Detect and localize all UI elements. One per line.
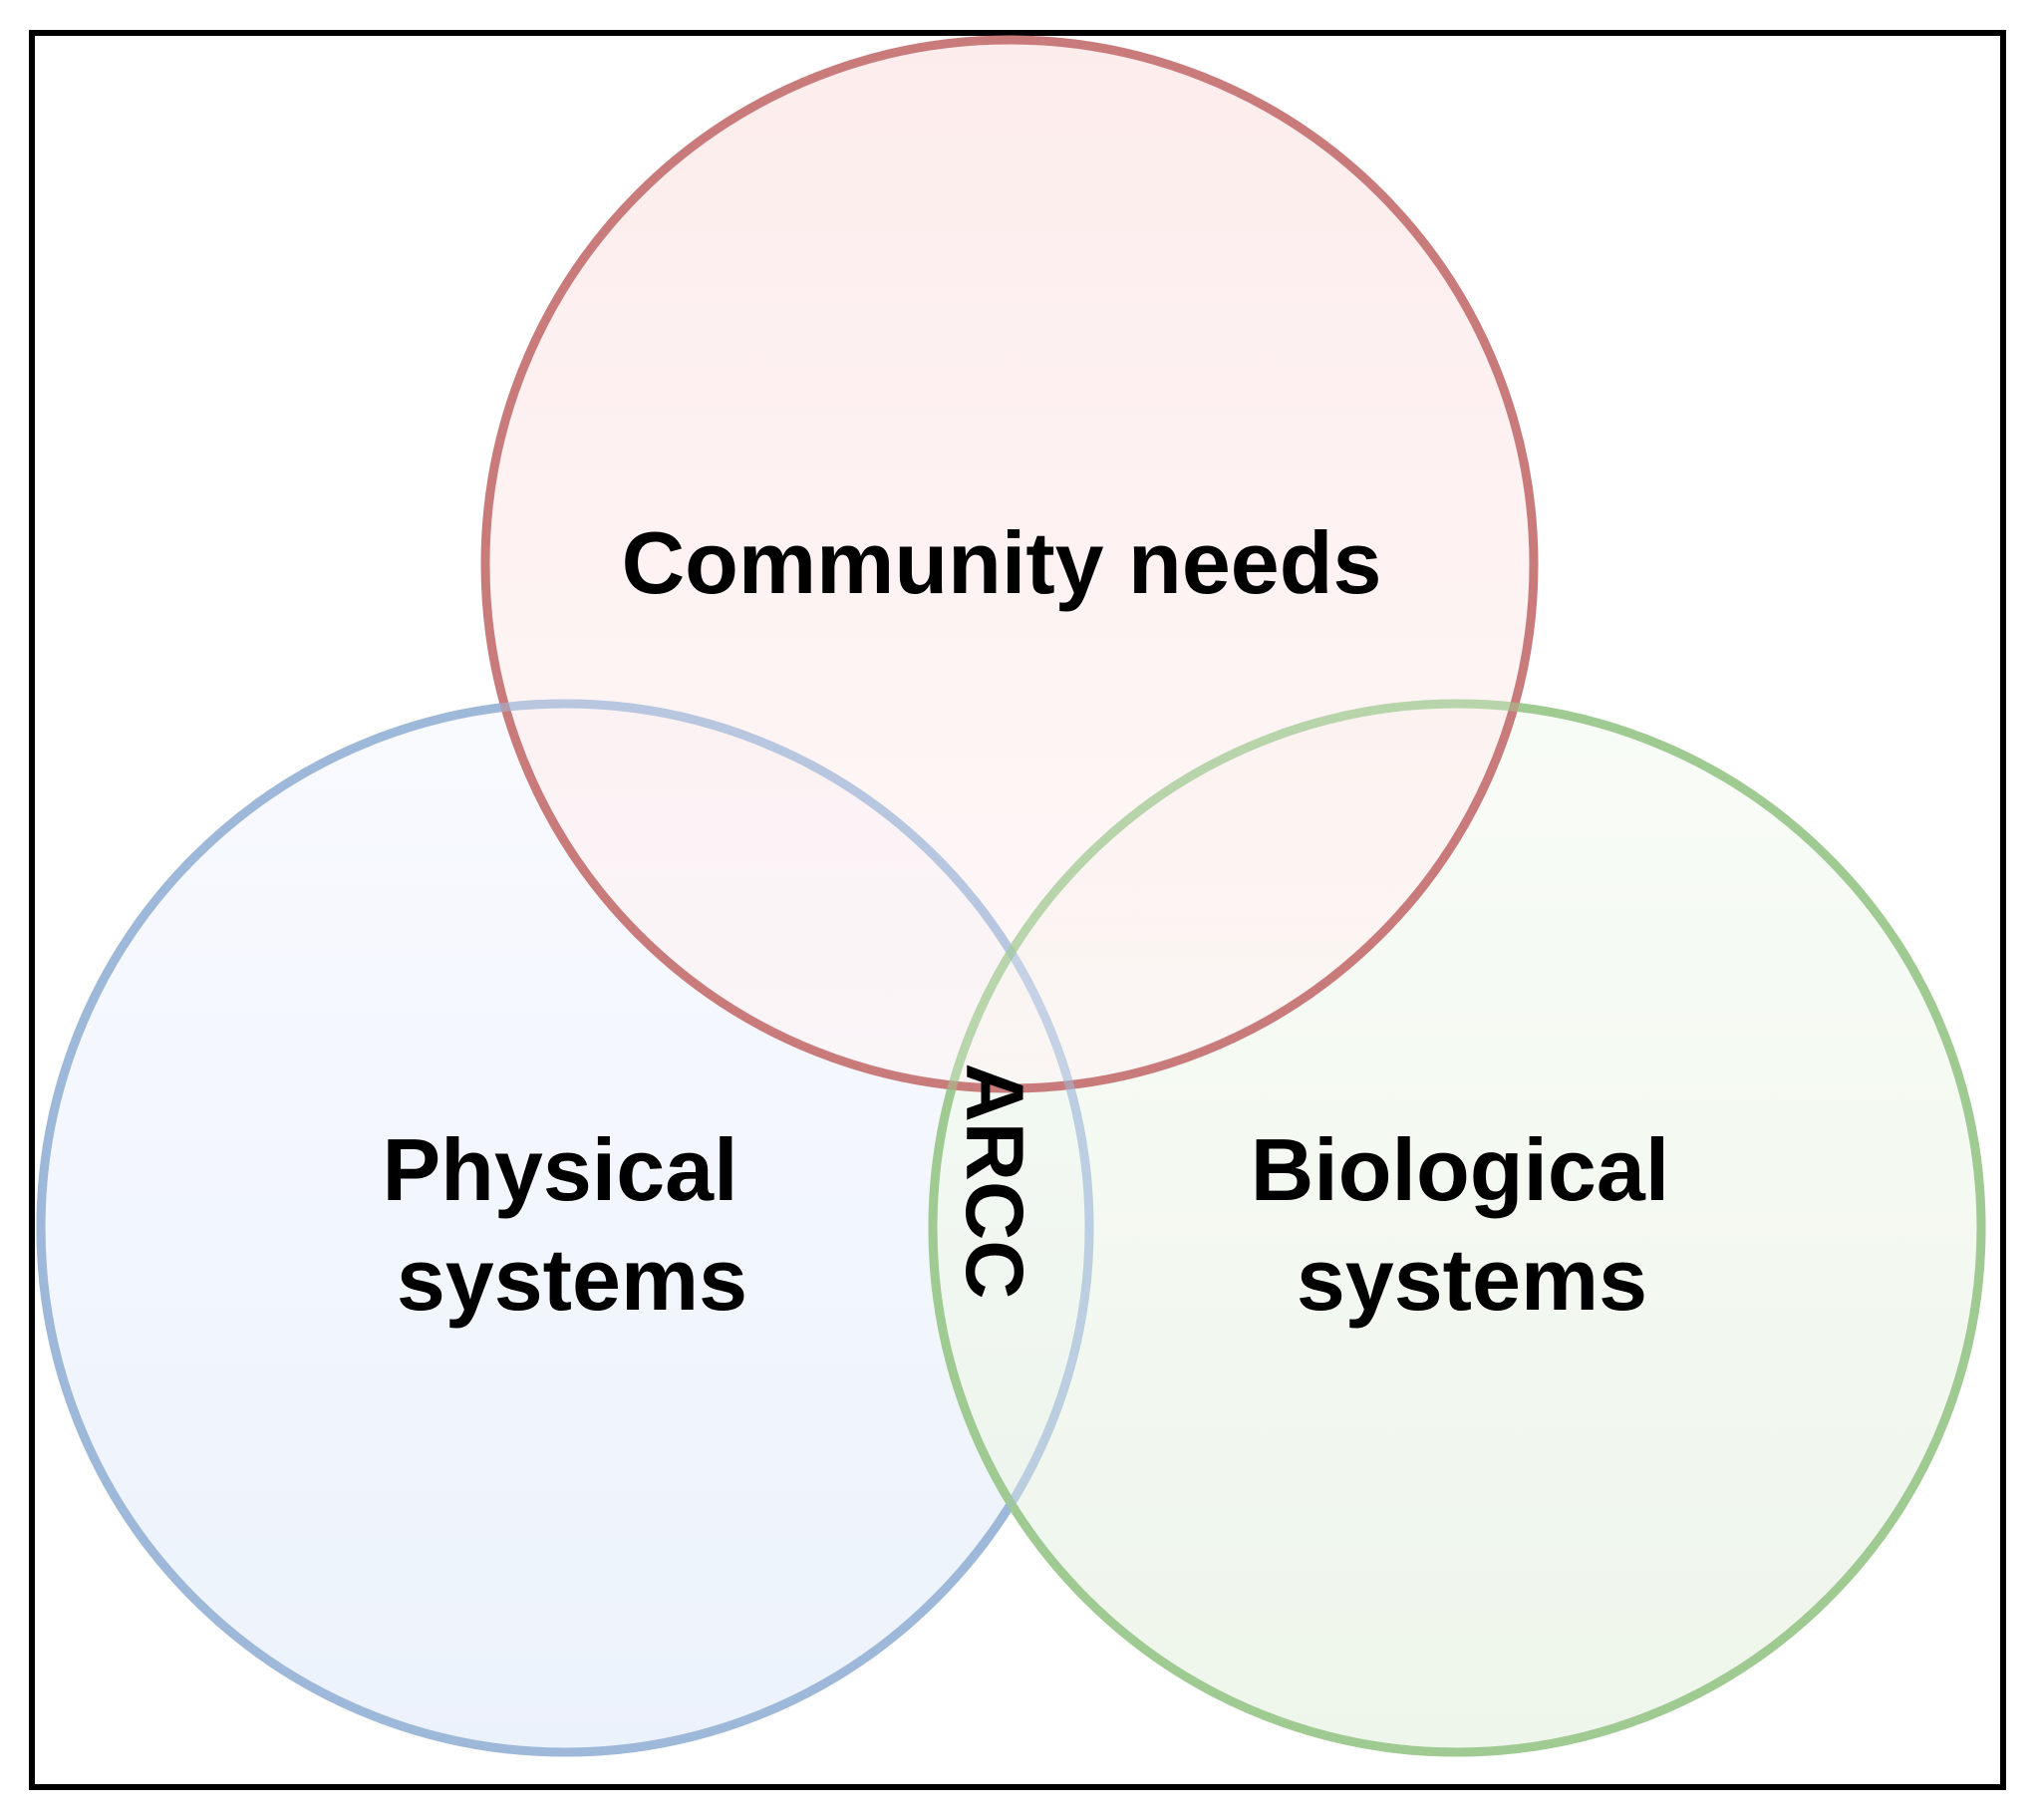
physical-systems-label-line-2: systems (397, 1230, 747, 1329)
physical-systems-outline (36, 699, 1094, 1757)
arcc-intersection-label: ARCC (949, 1063, 1039, 1300)
biological-systems-label-line-1: Biological (1251, 1120, 1670, 1219)
community-needs-label: Community needs (622, 513, 1382, 612)
physical-systems-label-line-1: Physical (382, 1120, 737, 1219)
community-needs-circle (480, 35, 1539, 1093)
biological-systems-label-line-2: systems (1297, 1230, 1647, 1329)
biological-systems-outline (928, 699, 1986, 1757)
